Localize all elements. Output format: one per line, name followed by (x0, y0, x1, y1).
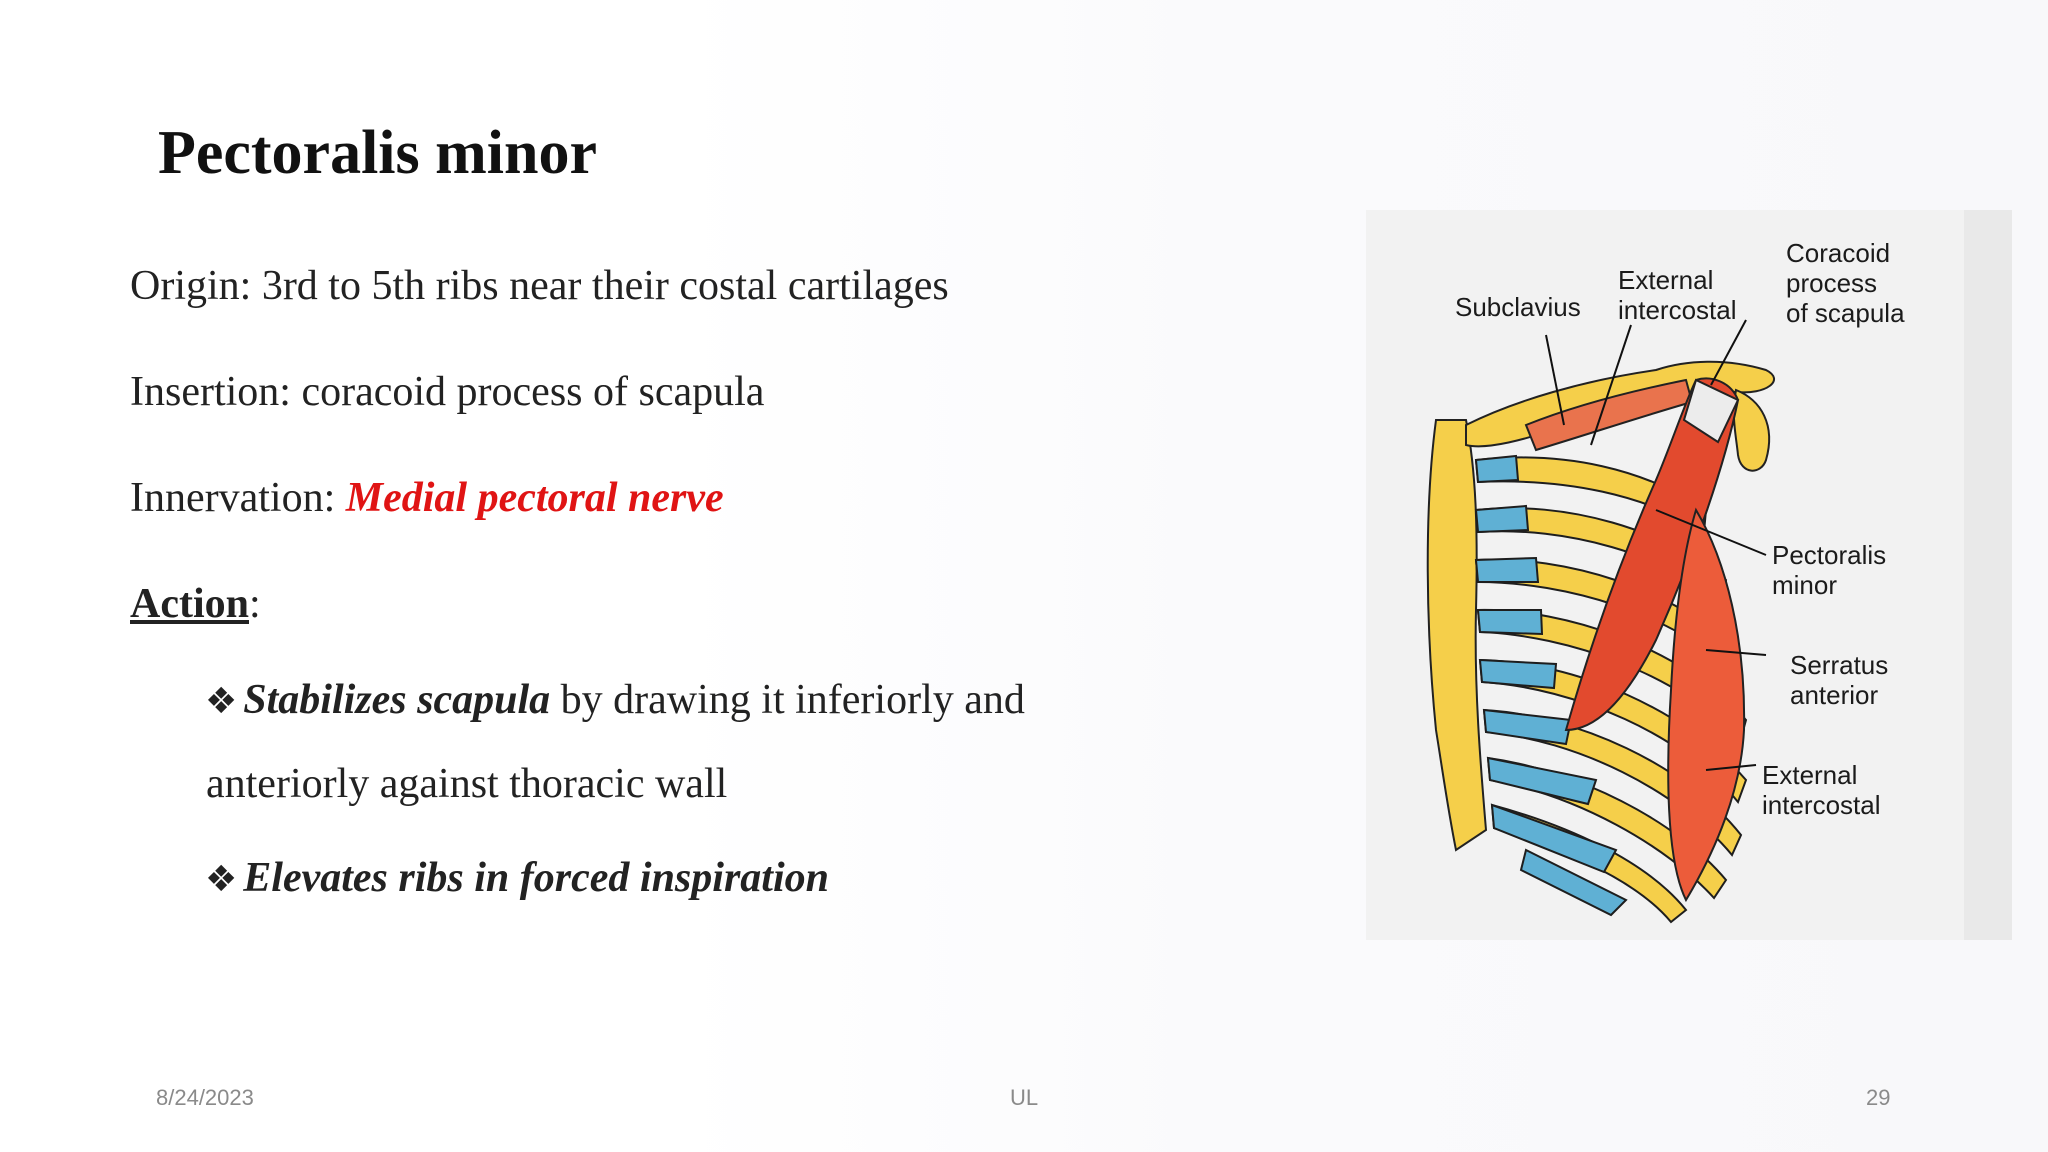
cartilage-2 (1474, 504, 1530, 534)
cartilage-6 (1482, 708, 1573, 746)
innervation-line: Innervation: Medial pectoral nerve (130, 474, 724, 522)
label-external-intercostal-top-line2: intercostal (1618, 295, 1737, 325)
action-line: Action: (130, 580, 261, 628)
bullet-1-text: by drawing it inferiorly and (550, 677, 1025, 723)
cartilage-7 (1486, 756, 1598, 806)
label-coracoid-line2: process (1786, 268, 1878, 298)
thoracic-wall-illustration (1426, 319, 1775, 924)
coracoid-process-shape (1732, 388, 1771, 472)
action-colon: : (249, 581, 261, 627)
sternum-shape (1426, 419, 1488, 852)
cartilage-3 (1474, 556, 1540, 583)
label-external-intercostal-bottom-line1: External (1762, 760, 1858, 790)
bullet-1-emphasis: Stabilizes scapula (243, 677, 551, 723)
innervation-value: Medial pectoral nerve (345, 475, 724, 521)
cartilage-1 (1474, 454, 1520, 484)
cartilage-4 (1476, 609, 1544, 636)
footer-center-text: UL (1010, 1085, 1039, 1110)
bullet-item-2: ❖Elevates ribs in forced inspiration (205, 854, 829, 902)
subclavius-leader (1545, 334, 1565, 426)
serratus-leader (1705, 649, 1767, 656)
label-coracoid-line1: Coracoid (1786, 238, 1891, 268)
label-subclavius: Subclavius (1455, 292, 1581, 322)
cartilage-5 (1478, 658, 1558, 690)
pectoralis-minor-tendon (1682, 378, 1740, 444)
label-serratus-line2: anterior (1790, 680, 1879, 710)
serratus-anterior-muscle (1667, 507, 1746, 903)
label-serratus-line1: Serratus (1790, 650, 1889, 680)
external-intercostal-bottom-leader (1705, 764, 1757, 771)
cartilage-8 (1490, 803, 1618, 874)
innervation-label: Innervation: (130, 475, 346, 521)
diamond-bullet-icon: ❖ (205, 859, 238, 900)
label-pectoralis-line1: Pectoralis (1772, 540, 1887, 570)
bullet-item-1-continuation: anteriorly against thoracic wall (206, 761, 728, 807)
external-intercostal-top-leader (1590, 324, 1632, 446)
pectoralis-minor-leader (1655, 509, 1767, 556)
origin-line: Origin: 3rd to 5th ribs near their costa… (130, 263, 949, 309)
cartilage-9 (1519, 848, 1628, 917)
bullet-item-1: ❖Stabilizes scapula by drawing it inferi… (205, 676, 1025, 724)
footer-page-number: 29 (1866, 1085, 1891, 1110)
action-label: Action (130, 581, 249, 627)
slide-title: Pectoralis minor (158, 119, 598, 187)
label-external-intercostal-top-line1: External (1618, 265, 1714, 295)
label-pectoralis-line2: minor (1772, 570, 1838, 600)
coracoid-leader (1710, 319, 1747, 386)
bullet-2-emphasis: Elevates ribs in forced inspiration (243, 855, 829, 901)
label-coracoid-line3: of scapula (1786, 298, 1905, 328)
pectoralis-minor-muscle (1564, 377, 1740, 732)
label-external-intercostal-bottom-line2: intercostal (1762, 790, 1881, 820)
footer-date: 8/24/2023 (156, 1085, 254, 1110)
diamond-bullet-icon: ❖ (205, 681, 238, 722)
insertion-line: Insertion: coracoid process of scapula (130, 369, 765, 415)
